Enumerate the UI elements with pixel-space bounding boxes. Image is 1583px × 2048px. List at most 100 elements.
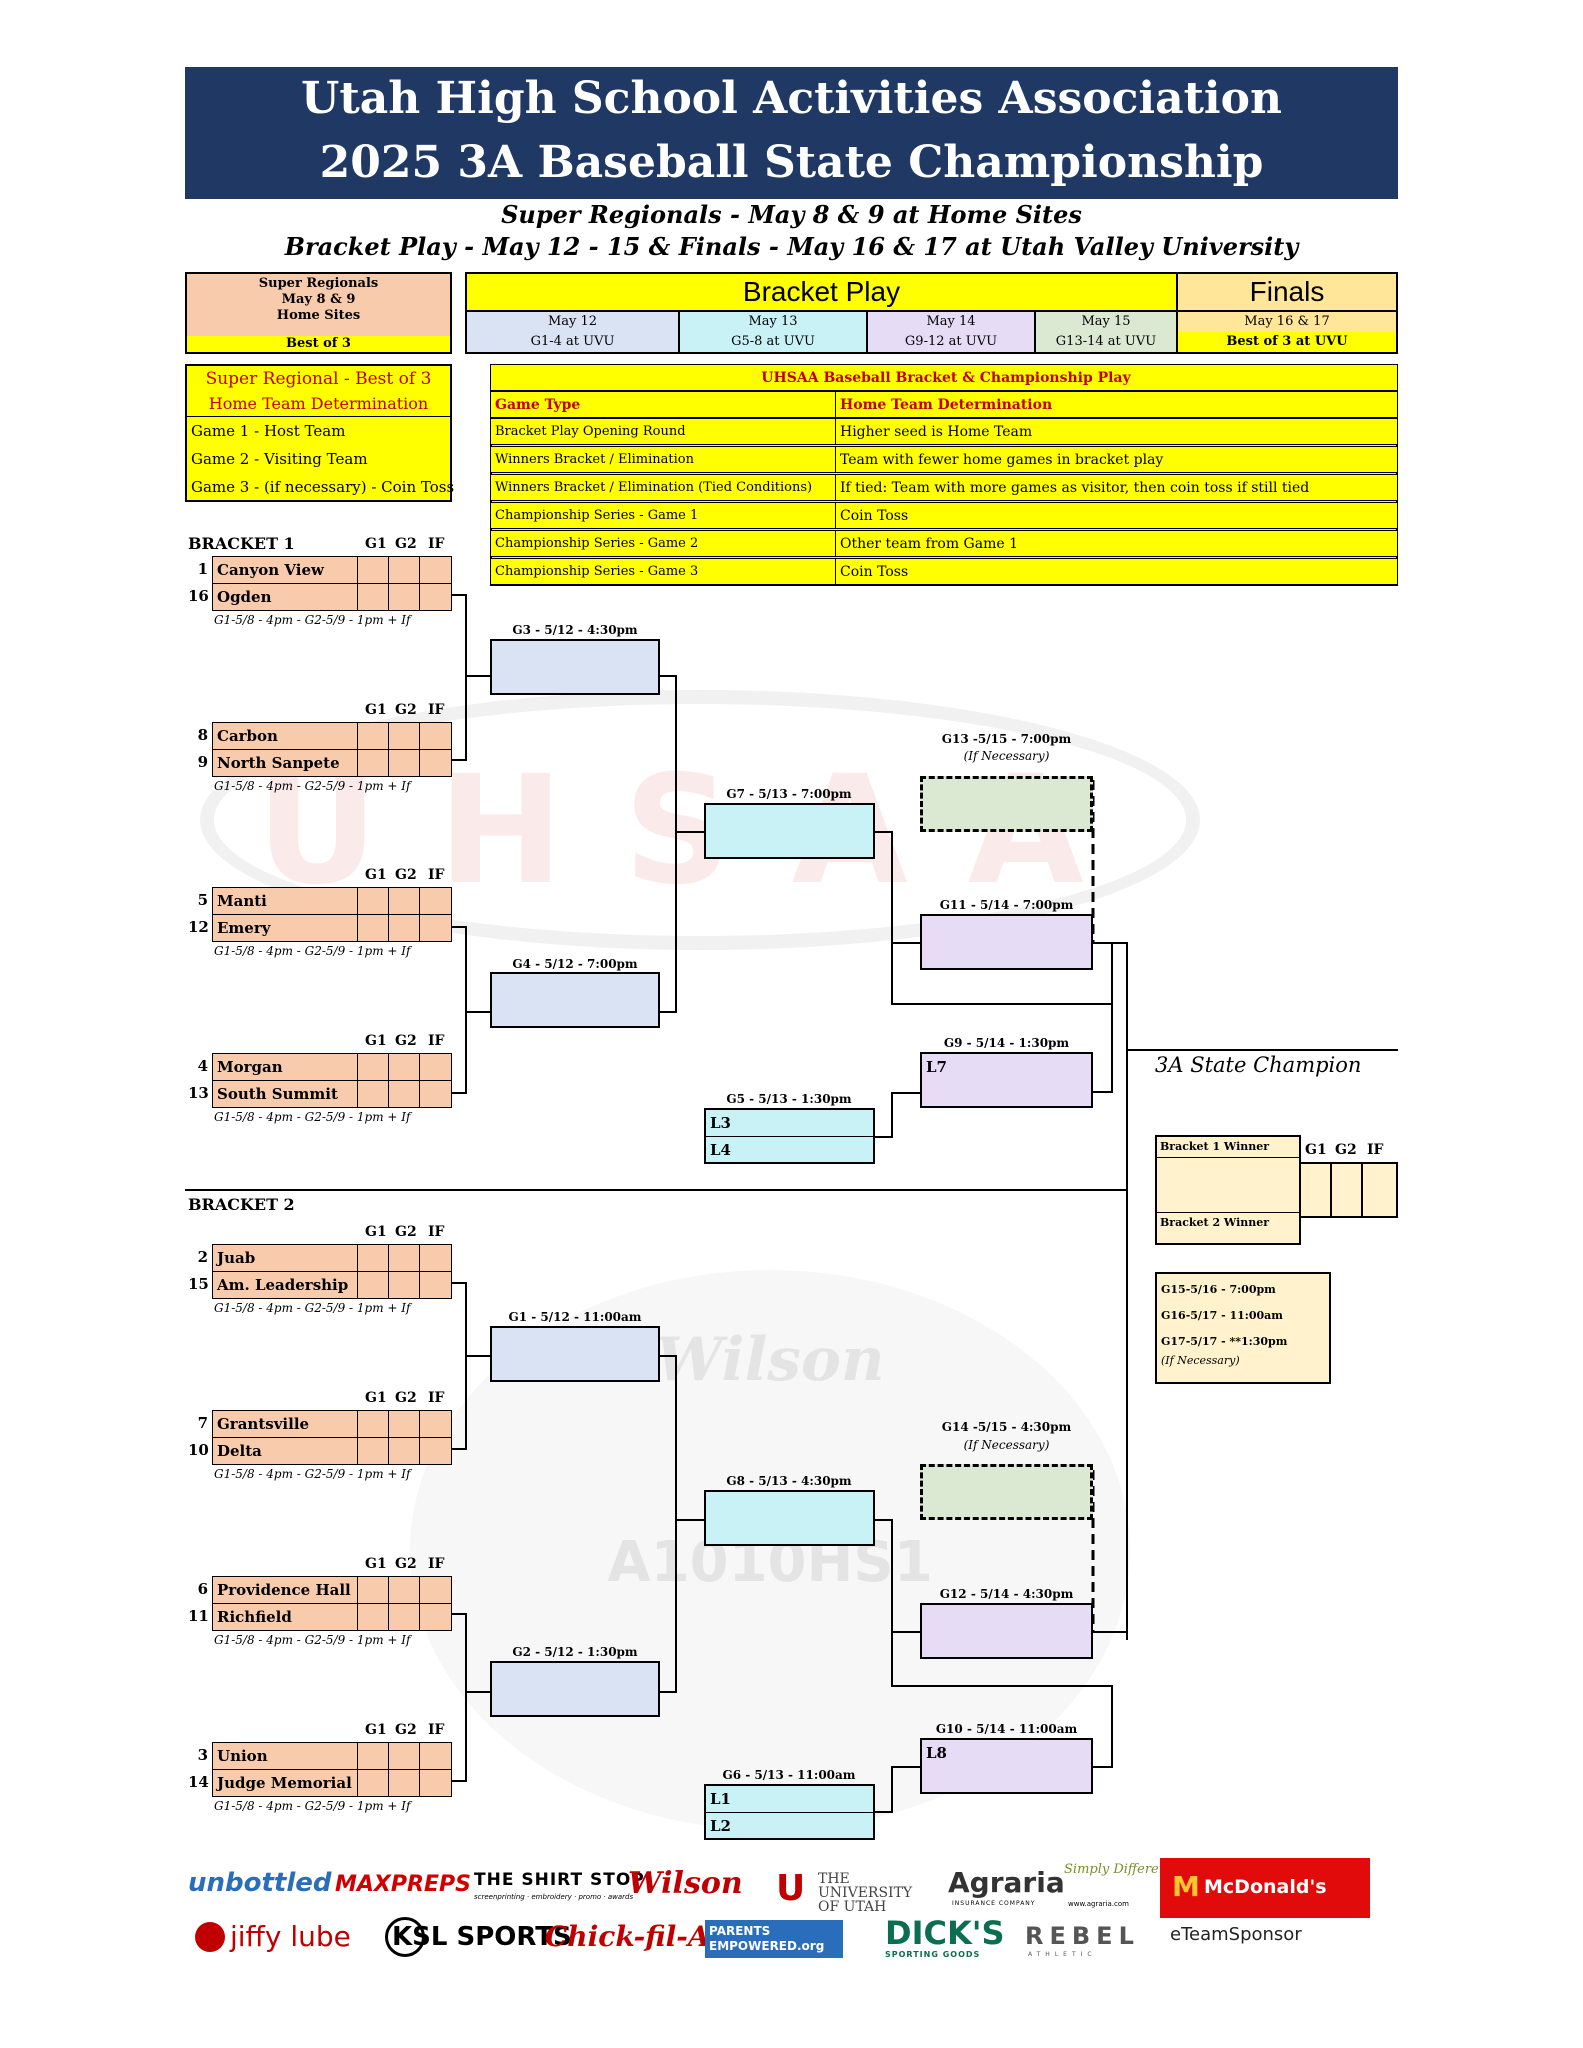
score-g1 (357, 1576, 389, 1604)
col-if-header: IF (428, 1390, 445, 1406)
team-name: Am. Leadership (212, 1271, 358, 1299)
col-g1-header: G1 (365, 1722, 387, 1738)
matchup-schedule: G1-5/8 - 4pm - G2-5/9 - 1pm + If (214, 1799, 411, 1813)
score-g1 (357, 1271, 389, 1299)
team-name: Richfield (212, 1603, 358, 1631)
score-g1 (357, 1053, 389, 1081)
sponsor-chick-fil-a: Chick-fil-A (545, 1920, 710, 1953)
game-box-g10: L8 (920, 1738, 1093, 1794)
rules-home-team: Coin Toss (835, 502, 1398, 529)
matchup-schedule: G1-5/8 - 4pm - G2-5/9 - 1pm + If (214, 1301, 411, 1315)
score-g1 (357, 556, 389, 584)
bracket1-label: BRACKET 1 (188, 534, 295, 553)
game-box-g11 (920, 914, 1093, 970)
super-regionals-best: Best of 3 (187, 336, 450, 352)
col-g1-header: G1 (365, 1033, 387, 1049)
team-seed: 3 (197, 1746, 208, 1764)
bracket2-winner-label: Bracket 2 Winner (1160, 1216, 1270, 1229)
sponsor-dicks: DICK'S (885, 1914, 1005, 1952)
col-g2-header: G2 (395, 1390, 417, 1406)
col-g1-header: G1 (365, 536, 387, 552)
finals-score-if (1361, 1162, 1398, 1218)
score-g1 (357, 722, 389, 750)
matchup-schedule: G1-5/8 - 4pm - G2-5/9 - 1pm + If (214, 944, 411, 958)
sponsor-simply-different: Simply Different (1064, 1862, 1173, 1877)
loser-slot: L4 (706, 1136, 873, 1163)
score-g1 (357, 1410, 389, 1438)
header-line-1: Utah High School Activities Association (301, 73, 1282, 124)
finals-col-g2: G2 (1335, 1142, 1357, 1158)
agraria-url: www.agraria.com (1068, 1900, 1129, 1908)
loser-slot: L1 (710, 1790, 731, 1808)
game-label-g9: G9 - 5/14 - 1:30pm (943, 1036, 1070, 1050)
team-seed: 10 (188, 1441, 209, 1459)
score-g2 (388, 1437, 420, 1465)
super-regionals-box: Super Regionals May 8 & 9 Home Sites Bes… (185, 272, 452, 354)
day-date: May 13 (748, 314, 798, 329)
team-name: Ogden (212, 583, 358, 611)
game-label-g13: G13 -5/15 - 7:00pm (941, 732, 1072, 746)
game-box-g7 (704, 803, 875, 859)
parents-empowered-badge: PARENTS EMPOWERED.org (705, 1920, 843, 1958)
rules-game-type: Winners Bracket / Elimination (490, 446, 836, 473)
score-g2 (388, 1244, 420, 1272)
col-g2-header: G2 (395, 1556, 417, 1572)
sponsor-mcdonalds-badge: M McDonald's (1160, 1858, 1370, 1918)
score-g1 (357, 1080, 389, 1108)
day-games: G5-8 at UVU (731, 334, 815, 349)
team-name: Union (212, 1742, 358, 1770)
team-name: North Sanpete (212, 749, 358, 777)
team-name: Manti (212, 887, 358, 915)
subtitle-bracket-play: Bracket Play - May 12 - 15 & Finals - Ma… (284, 232, 1299, 261)
col-if-header: IF (428, 1224, 445, 1240)
bracket2-label: BRACKET 2 (188, 1195, 295, 1214)
team-name: Juab (212, 1244, 358, 1272)
day-may14: May 14 G9-12 at UVU (866, 310, 1036, 354)
home-team-row: Game 1 - Host Team (191, 422, 346, 440)
finals-team-slots (1157, 1158, 1299, 1213)
col-if-header: IF (428, 1033, 445, 1049)
sponsor-parents-empowered: PARENTS EMPOWERED.org (709, 1924, 825, 1953)
home-team-row: Game 2 - Visiting Team (191, 450, 368, 468)
team-seed: 6 (197, 1580, 208, 1598)
day-date: May 14 (926, 314, 976, 329)
day-may12: May 12 G1-4 at UVU (465, 310, 680, 354)
finals-col-if: IF (1367, 1142, 1384, 1158)
sponsor-wilson: Wilson (628, 1866, 743, 1901)
game-label-g8: G8 - 5/13 - 4:30pm (726, 1474, 852, 1488)
team-name: Carbon (212, 722, 358, 750)
game-box-g4 (490, 972, 660, 1028)
loser-slot: L3 (710, 1114, 731, 1132)
matchup-schedule: G1-5/8 - 4pm - G2-5/9 - 1pm + If (214, 613, 411, 627)
sponsor-univ-utah: THE UNIVERSITY OF UTAH (818, 1871, 913, 1915)
score-if (419, 1603, 452, 1631)
score-g2 (388, 1080, 420, 1108)
score-if (419, 1742, 452, 1770)
team-name: Providence Hall (212, 1576, 358, 1604)
game-label-g4: G4 - 5/12 - 7:00pm (512, 957, 638, 971)
game-g17-note: (If Necessary) (1161, 1354, 1240, 1367)
team-seed: 12 (188, 918, 209, 936)
team-seed: 4 (197, 1057, 208, 1075)
col-if-header: IF (428, 702, 445, 718)
ksl-icon (385, 1917, 425, 1957)
subtitle-super-regionals: Super Regionals - May 8 & 9 at Home Site… (501, 200, 1082, 229)
rules-game-type: Championship Series - Game 1 (490, 502, 836, 529)
rules-home-team: If tied: Team with more games as visitor… (835, 474, 1398, 501)
game-label-g12: G12 - 5/14 - 4:30pm (939, 1587, 1074, 1601)
rules-game-type: Championship Series - Game 3 (490, 558, 836, 585)
col-g1-header: G1 (365, 702, 387, 718)
day-date: May 15 (1081, 314, 1131, 329)
rules-home-team: Coin Toss (835, 558, 1398, 585)
super-regionals-date: May 8 & 9 (281, 292, 356, 307)
matchup-schedule: G1-5/8 - 4pm - G2-5/9 - 1pm + If (214, 1467, 411, 1481)
score-g1 (357, 1244, 389, 1272)
score-g1 (357, 914, 389, 942)
finals-teams-box: Bracket 1 Winner Bracket 2 Winner (1155, 1135, 1301, 1245)
score-g2 (388, 1742, 420, 1770)
dicks-tagline: SPORTING GOODS (885, 1950, 981, 1959)
team-seed: 1 (197, 560, 208, 578)
team-seed: 9 (197, 753, 208, 771)
game-label-g6: G6 - 5/13 - 11:00am (722, 1768, 856, 1782)
score-if (419, 1271, 452, 1299)
